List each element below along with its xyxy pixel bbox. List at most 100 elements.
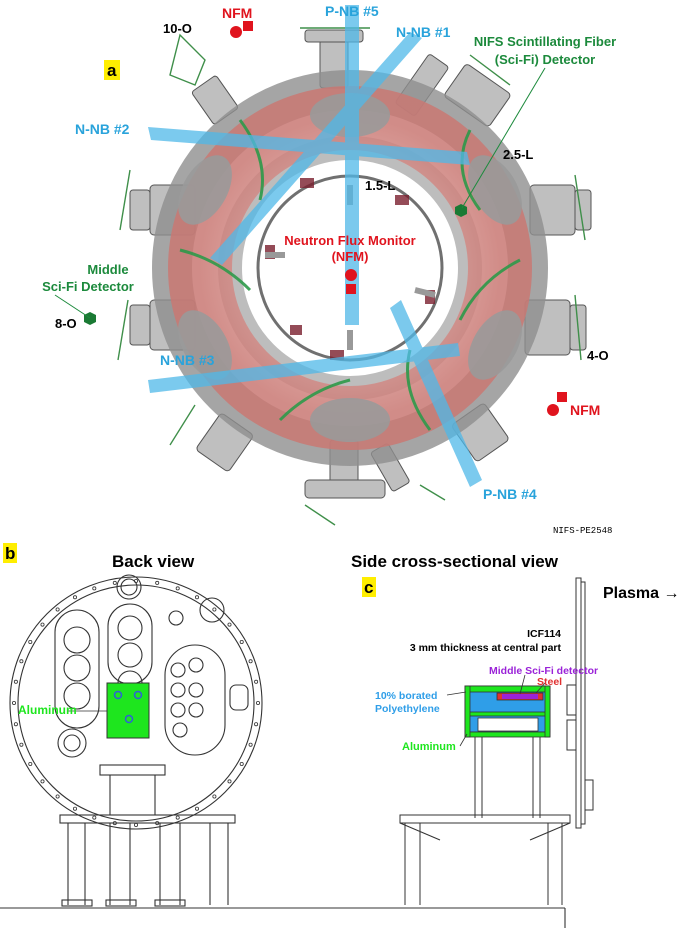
bolt-hole (155, 821, 160, 826)
bolt-hole (55, 607, 60, 612)
label-nnb1: N-NB #1 (396, 24, 451, 40)
panel-c-leaders (446, 674, 546, 747)
label-nfm-center-2: (NFM) (332, 249, 369, 264)
panel-c-aluminum-label: Aluminum (402, 741, 456, 753)
detector-assembly (464, 685, 551, 738)
poly-line2: Polyethylene (375, 703, 440, 715)
bolt-hole (13, 722, 18, 727)
icf-line2: 3 mm thickness at central part (410, 642, 562, 654)
bolt-hole (28, 762, 33, 767)
bolt-hole (73, 806, 78, 811)
label-nnb3: N-NB #3 (160, 352, 215, 368)
bolt-hole (13, 679, 18, 684)
label-middle-1: Middle (87, 262, 128, 277)
poly-line1: 10% borated (375, 690, 437, 702)
panel-b-tag-bg (3, 543, 17, 563)
bolt-hole (254, 679, 259, 684)
label-middle-2: Sci-Fi Detector (42, 279, 134, 294)
bolt-hole (254, 722, 259, 727)
nfm-center-square-icon (346, 284, 356, 294)
aluminum-block (106, 682, 150, 739)
panel-c: c Side cross-sectional view Plasma → (351, 552, 679, 905)
bolt-hole (194, 806, 199, 811)
vacuum-wall (566, 577, 594, 829)
beam-nnb3 (148, 343, 460, 393)
panel-b-title: Back view (112, 552, 195, 571)
panel-a: a P-NB #5 N-NB #1 N-NB #2 N-NB #3 P-NB #… (42, 3, 616, 536)
bolt-hole (194, 595, 199, 600)
label-port-15l: 1.5-L (365, 178, 395, 193)
bolt-hole (92, 815, 97, 820)
bolt-hole (155, 580, 160, 585)
panel-a-tag-bg (104, 60, 120, 80)
bolt-hole (227, 622, 232, 627)
nfm-top-circle-icon (230, 26, 242, 38)
bolt-hole (175, 815, 180, 820)
nfm-top-square-icon (243, 21, 253, 31)
bolt-hole (212, 794, 217, 799)
bolt-hole (55, 794, 60, 799)
bolt-hole (248, 742, 253, 747)
label-port-10o: 10-O (163, 21, 192, 36)
panel-c-tag-bg (362, 577, 376, 597)
label-port-4o: 4-O (587, 348, 609, 363)
nfm-right-circle-icon (547, 404, 559, 416)
icf-line1: ICF114 (527, 628, 561, 640)
scifi-hexagon-icon (455, 204, 467, 217)
bolt-hole (255, 701, 260, 706)
bolt-hole (19, 742, 24, 747)
beam-pnb4 (390, 300, 482, 487)
bolt-hole (40, 622, 45, 627)
beam-pnb5 (345, 5, 359, 325)
nfm-center-circle-icon (345, 269, 357, 281)
bolt-hole (28, 640, 33, 645)
bolt-hole (239, 640, 244, 645)
bolt-hole (133, 579, 138, 584)
label-pnb5: P-NB #5 (325, 3, 379, 19)
label-port-25l: 2.5-L (503, 147, 533, 162)
flange-bolts (11, 579, 260, 828)
middle-scifi-hexagon-icon (84, 312, 96, 325)
markers (54, 21, 567, 416)
label-nfm-center-1: Neutron Flux Monitor (284, 233, 415, 248)
bolt-hole (248, 659, 253, 664)
panel-c-title: Side cross-sectional view (351, 552, 559, 571)
label-port-8o: 8-O (55, 316, 77, 331)
steel-label: Steel (537, 676, 562, 688)
panel-b: b Back view (0, 543, 566, 928)
label-nnb2: N-NB #2 (75, 121, 130, 137)
port-flanges (117, 27, 586, 526)
nfm-right-square-icon (557, 392, 567, 402)
beam-nnb2 (148, 127, 470, 165)
bolt-hole (227, 779, 232, 784)
panel-a-tag: a (107, 61, 117, 80)
bolt-hole (175, 586, 180, 591)
flange-drawing (0, 574, 566, 928)
bolt-hole (11, 701, 16, 706)
bolt-hole (40, 779, 45, 784)
bolt-hole (73, 595, 78, 600)
detector-stand (399, 737, 571, 905)
panel-c-tag: c (364, 578, 373, 597)
bolt-hole (92, 586, 97, 591)
label-scifi-2: (Sci-Fi) Detector (495, 52, 595, 67)
middle-scifi-label: Middle Sci-Fi detector (489, 665, 598, 677)
block-screws (113, 690, 143, 724)
bolt-hole (133, 823, 138, 828)
bolt-hole (212, 607, 217, 612)
plasma-label: Plasma → (603, 585, 679, 602)
bolt-hole (239, 762, 244, 767)
label-pnb4: P-NB #4 (483, 486, 537, 502)
bolt-hole (19, 659, 24, 664)
label-nfm-right: NFM (570, 402, 600, 418)
ref-code: NIFS-PE2548 (553, 526, 612, 536)
panel-b-tag: b (5, 544, 15, 563)
panel-b-aluminum-label: Aluminum (18, 703, 77, 717)
label-scifi-1: NIFS Scintillating Fiber (474, 34, 616, 49)
middle-scifi-leader (54, 294, 91, 319)
scifi-leader (461, 67, 546, 209)
nb-beams (148, 5, 482, 487)
bolt-hole (112, 580, 117, 585)
label-nfm-top: NFM (222, 5, 252, 21)
